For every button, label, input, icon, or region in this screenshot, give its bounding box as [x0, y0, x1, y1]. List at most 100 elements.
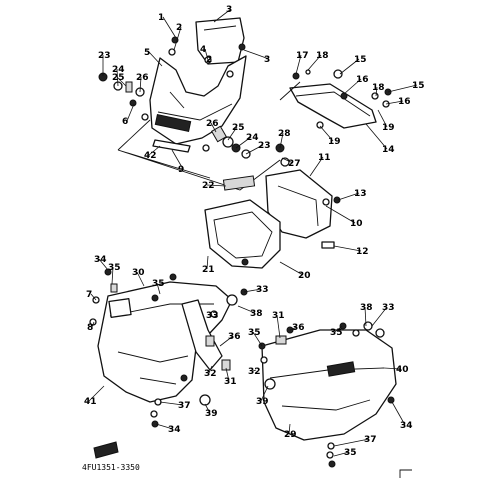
callout-number: 16 — [356, 75, 369, 85]
callout-number: 19 — [382, 123, 395, 133]
leader-line — [279, 261, 304, 276]
leader-line — [387, 84, 418, 93]
callout-number: 23 — [98, 51, 111, 61]
logo-emblem — [93, 441, 119, 459]
callout-number: 3 — [264, 55, 270, 65]
leader-line — [206, 184, 227, 187]
callout-number: 33 — [382, 303, 395, 313]
callout-number: 34 — [94, 255, 107, 265]
bolt-stack-right — [202, 125, 290, 167]
callout-number: 21 — [202, 265, 215, 275]
frame-guide-lines — [117, 119, 281, 191]
callout-number: 28 — [278, 129, 291, 139]
leader-line — [98, 258, 109, 271]
leader-line — [252, 369, 257, 372]
leader-line — [385, 100, 404, 105]
leader-line — [159, 401, 184, 406]
leader-line — [371, 306, 388, 327]
side-cowling-right — [261, 329, 397, 441]
leader-line — [148, 51, 163, 67]
callout-number: 26 — [136, 73, 149, 83]
upper-cowling — [149, 55, 247, 145]
callout-number: 35 — [344, 448, 357, 458]
leader-line — [333, 451, 350, 457]
callout-number: 35 — [248, 328, 261, 338]
corner-mark — [399, 469, 412, 478]
callout-number: 23 — [258, 141, 271, 151]
bolt-group-lower-left — [89, 268, 248, 428]
leader-line — [208, 365, 213, 374]
callout-number: 15 — [354, 55, 367, 65]
leader-line — [288, 423, 291, 435]
callout-number: 6 — [122, 117, 128, 127]
leader-line — [207, 58, 212, 61]
leader-line — [383, 367, 402, 370]
callout-number: 34 — [168, 425, 181, 435]
leader-line — [90, 293, 97, 301]
callout-number: 14 — [382, 145, 395, 155]
drawing-code: 4FU1351-3350 — [82, 463, 140, 472]
leader-line — [237, 305, 256, 314]
leader-line — [227, 126, 238, 141]
leader-line — [88, 385, 105, 402]
callout-number: 3 — [226, 5, 232, 15]
leader-line — [204, 403, 211, 414]
leader-line — [235, 136, 252, 149]
callout-number: 20 — [298, 271, 311, 281]
leader-line — [204, 48, 209, 61]
callout-number: 1 — [158, 13, 164, 23]
callout-number: 41 — [84, 397, 97, 407]
leader-line — [276, 314, 281, 339]
callout-number: 34 — [400, 421, 413, 431]
leader-line — [156, 282, 161, 295]
leader-line — [252, 331, 263, 347]
leader-line — [377, 109, 388, 128]
leader-line — [243, 288, 262, 293]
leader-line — [279, 132, 284, 149]
leader-line — [339, 58, 360, 75]
callout-number: 33 — [206, 311, 219, 321]
leader-line — [295, 54, 302, 75]
callout-number: 36 — [292, 323, 305, 333]
leader-line — [139, 76, 142, 93]
callout-number: 32 — [248, 367, 261, 377]
leader-line — [210, 313, 213, 316]
leader-line — [337, 192, 360, 201]
leader-line — [375, 86, 378, 97]
callout-number: 17 — [296, 51, 309, 61]
leader-line — [364, 306, 367, 327]
leader-line — [333, 245, 362, 252]
callout-number: 39 — [256, 397, 269, 407]
callout-number: 31 — [272, 311, 285, 321]
meter-panel — [152, 139, 191, 153]
leader-line — [365, 123, 388, 150]
callout-number: 7 — [86, 290, 92, 300]
windscreen — [195, 17, 245, 65]
callout-number: 12 — [356, 247, 369, 257]
callout-number: 39 — [205, 409, 218, 419]
leader-line — [210, 122, 217, 133]
bolt-group-lower-right — [258, 321, 395, 468]
callout-number: 35 — [152, 279, 165, 289]
callout-number: 13 — [354, 189, 367, 199]
mirror-stay — [279, 69, 392, 129]
leader-line — [333, 438, 370, 447]
callout-number: 24 — [246, 133, 259, 143]
callout-number: 4 — [200, 45, 206, 55]
leader-line — [245, 144, 264, 155]
callout-number: 35 — [330, 328, 343, 338]
callout-number: 38 — [250, 309, 263, 319]
callout-number: 22 — [202, 181, 215, 191]
leader-lines — [88, 8, 418, 457]
leader-line — [162, 16, 177, 39]
callout-number: 2 — [206, 55, 212, 65]
leader-line — [148, 145, 161, 156]
leader-line — [309, 156, 324, 177]
callout-number: 30 — [132, 268, 145, 278]
callout-number: 32 — [204, 369, 217, 379]
leader-line — [91, 321, 95, 328]
callout-number: 38 — [360, 303, 373, 313]
